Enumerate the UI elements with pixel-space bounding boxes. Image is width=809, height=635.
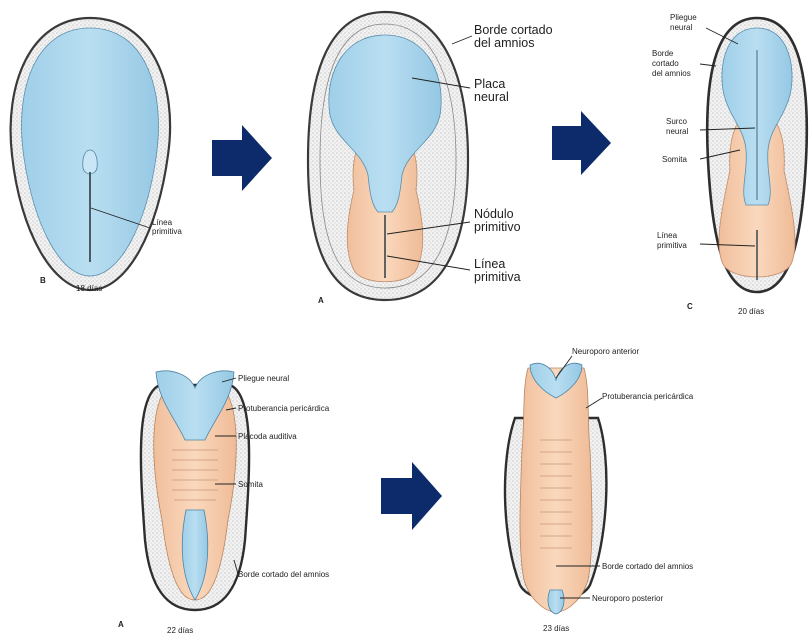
age-label-18: 18 días (76, 284, 102, 293)
primitive-node (83, 150, 97, 174)
label-line: primitiva (152, 227, 182, 236)
label-somita-3: Somita (662, 155, 687, 164)
label-borde-cortado-3: Borde cortado del amnios (652, 49, 691, 78)
panel-22-days: Pliegue neural Protuberancia pericárdica… (118, 371, 330, 635)
label-line: neural (670, 23, 692, 32)
label-line: Línea (152, 218, 173, 227)
label-line: neural (474, 90, 509, 104)
label-line: primitiva (474, 270, 521, 284)
label-line: primitivo (474, 220, 521, 234)
label-neuroporo-posterior: Neuroporo posterior (592, 594, 663, 603)
leader-borde-2 (452, 36, 472, 44)
panel-neural-plate: Borde cortado del amnios Placa neural Nó… (308, 12, 556, 305)
label-line: Surco (666, 117, 687, 126)
arrow-4-to-5 (381, 462, 442, 530)
label-line: Línea (474, 257, 505, 271)
posterior-neuropore-5 (548, 590, 564, 614)
age-label-23: 23 días (543, 624, 569, 633)
arrow-2-to-3 (552, 111, 611, 175)
leader-protub-5 (586, 398, 602, 408)
panel-23-days: Neuroporo anterior Protuberancia pericár… (505, 347, 694, 633)
label-neuroporo-anterior: Neuroporo anterior (572, 347, 639, 356)
label-pliegue-neural-4: Pliegue neural (238, 374, 289, 383)
label-line: Borde cortado (474, 23, 553, 37)
panel-letter-a-bottom: A (118, 620, 124, 629)
label-placa-neural: Placa neural (474, 77, 509, 104)
label-pliegue-neural-3: Pliegue neural (670, 13, 699, 32)
age-label-20: 20 días (738, 307, 764, 316)
label-protuberancia-4: Protuberancia pericárdica (238, 404, 330, 413)
label-line: neural (666, 127, 688, 136)
label-linea-primitiva-2: Línea primitiva (474, 257, 521, 284)
label-line: Borde (652, 49, 674, 58)
panel-20-days: Pliegue neural Borde cortado del amnios … (652, 13, 807, 316)
label-line: Placa (474, 77, 505, 91)
label-borde-cortado-4: Borde cortado del amnios (238, 570, 329, 579)
age-label-22: 22 días (167, 626, 193, 635)
label-placoda-auditiva-4: Placoda auditiva (238, 432, 297, 441)
label-nodulo-primitivo: Nódulo primitivo (474, 207, 521, 234)
panel-letter-a-top: A (318, 296, 324, 305)
panel-18-days: Línea primitiva B 18 días (11, 18, 183, 293)
label-line: Pliegue (670, 13, 697, 22)
label-borde-cortado-2: Borde cortado del amnios (474, 23, 556, 50)
label-linea-primitiva-1: Línea primitiva (152, 218, 182, 236)
label-line: del amnios (652, 69, 691, 78)
label-line: cortado (652, 59, 679, 68)
label-borde-cortado-5: Borde cortado del amnios (602, 562, 693, 571)
label-line: Nódulo (474, 207, 514, 221)
label-somita-4: Somita (238, 480, 263, 489)
panel-letter-b: B (40, 276, 46, 285)
arrow-1-to-2 (212, 125, 272, 191)
label-linea-primitiva-3: Línea primitiva (657, 231, 687, 250)
label-surco-neural-3: Surco neural (666, 117, 689, 136)
label-protuberancia-5: Protuberancia pericárdica (602, 392, 694, 401)
embryo-body-5 (520, 368, 592, 612)
panel-letter-c: C (687, 302, 693, 311)
label-line: Línea (657, 231, 678, 240)
label-line: primitiva (657, 241, 687, 250)
label-line: del amnios (474, 36, 534, 50)
